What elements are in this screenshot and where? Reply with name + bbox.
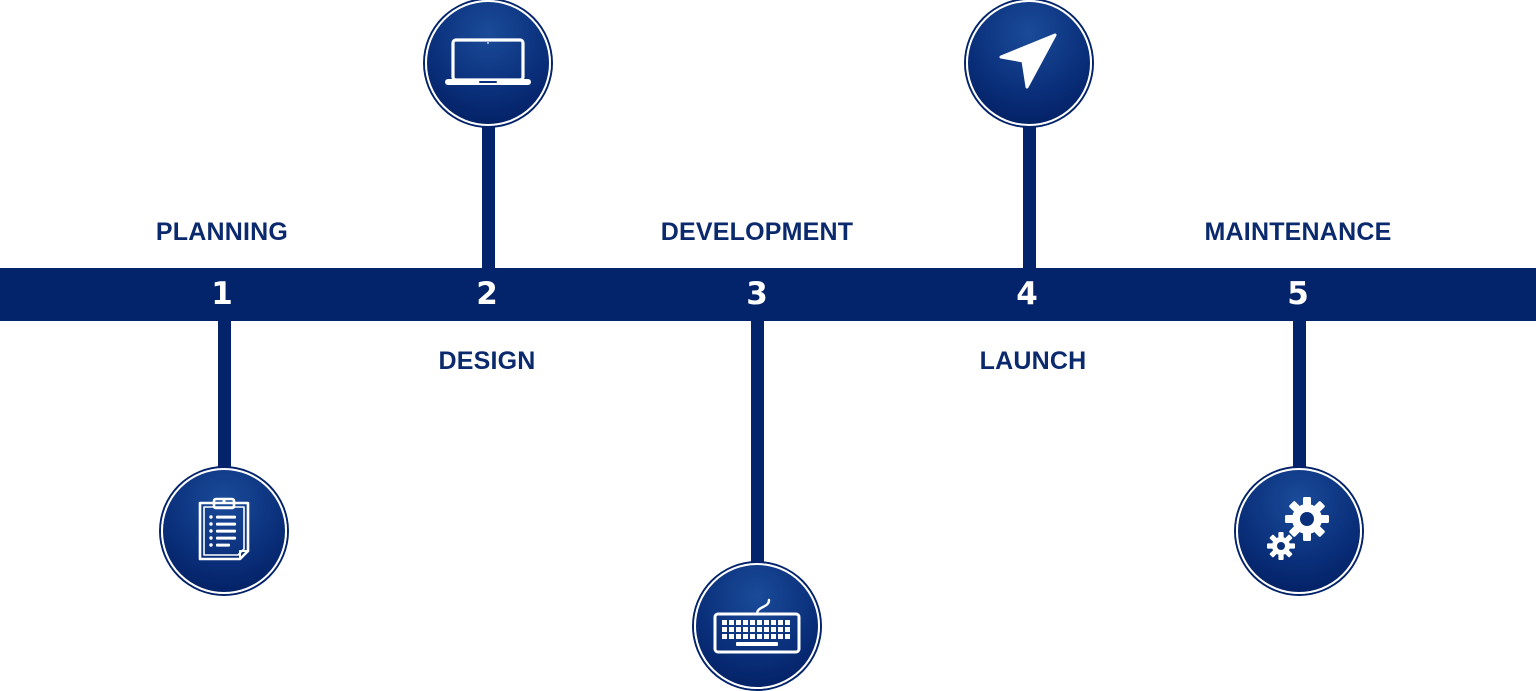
step-1-node: [161, 468, 287, 594]
step-3-node: [694, 563, 820, 689]
gears-icon: [1267, 497, 1329, 560]
clipboard-icon: [198, 497, 250, 561]
timeline-band: [0, 268, 1536, 321]
step-2-stem: [481, 122, 495, 269]
step-4-node: [966, 0, 1092, 126]
keyboard-icon: [713, 598, 801, 654]
step-4-number: 4: [1016, 276, 1038, 312]
step-5-node: [1236, 468, 1362, 594]
step-4-stem: [1022, 122, 1036, 269]
navigation-arrow-icon: [999, 33, 1057, 89]
step-1-label: PLANNING: [155, 218, 289, 246]
step-5-label: MAINTENANCE: [1204, 218, 1392, 246]
step-3-stem: [750, 321, 764, 567]
step-1-stem: [217, 321, 231, 471]
step-4-label: LAUNCH: [979, 347, 1087, 375]
step-3-number: 3: [746, 276, 768, 312]
step-2-number: 2: [476, 276, 498, 312]
step-5-stem: [1292, 321, 1306, 471]
laptop-icon: [445, 38, 531, 85]
step-3-label: DEVELOPMENT: [660, 218, 854, 246]
step-1-number: 1: [211, 276, 233, 312]
step-2-label: DESIGN: [438, 347, 536, 375]
step-2-node: [425, 0, 551, 126]
step-5-number: 5: [1287, 276, 1309, 312]
